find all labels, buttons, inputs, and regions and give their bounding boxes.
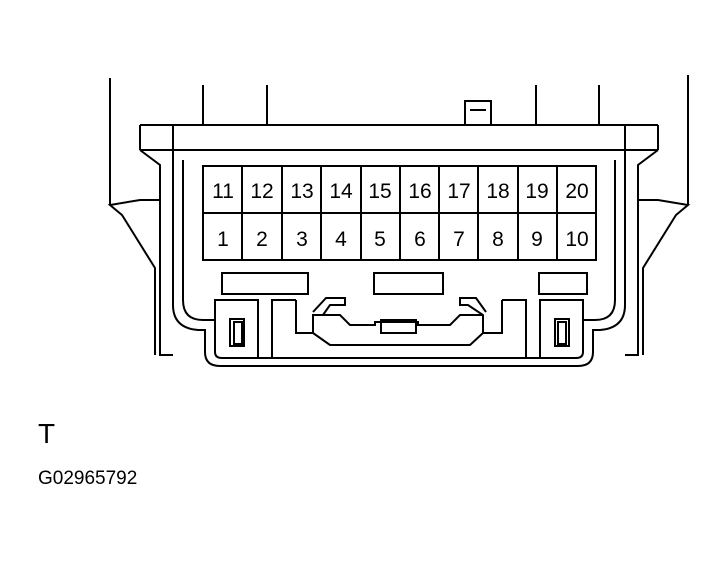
pin-label: 4 xyxy=(335,228,347,251)
pin-label: 7 xyxy=(453,228,465,251)
pin-label: 19 xyxy=(525,180,548,203)
connector-housing xyxy=(107,124,691,367)
pin-label: 12 xyxy=(250,180,273,203)
pin-label: 11 xyxy=(212,180,234,203)
pin-label: 20 xyxy=(565,180,588,203)
pin-label: 2 xyxy=(256,228,268,251)
pin-label: 6 xyxy=(414,228,426,251)
pin-label: 10 xyxy=(565,228,588,251)
pin-label: 18 xyxy=(486,180,509,203)
pin-label: 9 xyxy=(531,228,543,251)
key-slots xyxy=(221,272,588,295)
harness-lines xyxy=(109,75,689,205)
pin-label: 16 xyxy=(408,180,431,203)
pin-label: 15 xyxy=(368,180,391,203)
figure-code: G02965792 xyxy=(38,468,138,489)
top-lock-tab xyxy=(464,100,492,126)
pin-label: 14 xyxy=(329,180,353,203)
pin-block xyxy=(202,165,597,261)
pin-label: 3 xyxy=(296,228,308,251)
pin-label: 17 xyxy=(447,180,470,203)
lower-latch xyxy=(214,297,584,358)
pin-label: 5 xyxy=(374,228,386,251)
connector-label: T xyxy=(38,418,56,449)
pin-label: 8 xyxy=(492,228,504,251)
pin-label: 13 xyxy=(290,180,313,203)
pin-label: 1 xyxy=(217,228,229,251)
